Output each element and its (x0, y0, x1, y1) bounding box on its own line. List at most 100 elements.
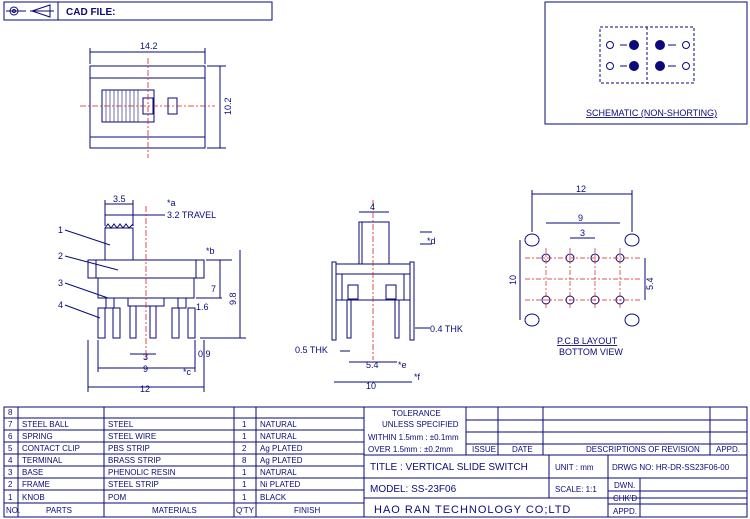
front-dim-c: *c (183, 367, 192, 377)
bom-row-no: 2 (8, 480, 13, 489)
callout-2: 2 (58, 251, 63, 261)
pcb-dim-5-4: 5.4 (645, 277, 655, 290)
pcb-label-1: P.C.B LAYOUT (557, 336, 618, 346)
bom-row-part: CONTACT CLIP (22, 444, 80, 453)
bom-row-qty: 1 (242, 420, 247, 429)
bom-row-finish: Ag PLATED (260, 444, 303, 453)
bom-row-part: FRAME (22, 480, 50, 489)
bom-row-finish: BLACK (260, 493, 287, 502)
model-label: MODEL: SS-23F06 (370, 484, 457, 495)
bom-row-no: 3 (8, 468, 13, 477)
side-dim-0-4: 0.4 THK (430, 324, 463, 334)
title-block-grid (363, 406, 748, 518)
front-travel: 3.2 TRAVEL (167, 210, 216, 220)
callout-1: 1 (58, 225, 63, 235)
front-dim-0-9: 0.9 (198, 349, 211, 359)
bom-row-material: BRASS STRIP (108, 456, 161, 465)
front-view (64, 200, 246, 392)
tolerance-label: TOLERANCE (392, 409, 441, 418)
unless-specified: UNLESS SPECIFIED (382, 420, 459, 429)
side-dim-5-4: 5.4 (366, 360, 379, 370)
side-dim-d: *d (427, 236, 436, 246)
scale-label: SCALE: 1:1 (555, 485, 597, 494)
top-view (89, 48, 226, 149)
bom-row-part: TERMINAL (22, 456, 63, 465)
side-dim-10: 10 (366, 381, 376, 391)
bom-row-part: KNOB (22, 493, 45, 502)
bom-row-no: 1 (8, 493, 13, 502)
drawing-title: TITLE : VERTICAL SLIDE SWITCH (370, 462, 528, 473)
top-height-dim: 10.2 (223, 97, 233, 115)
bom-table-grid (3, 406, 365, 518)
bom-table-text: 8 7 STEEL BALL STEEL 1 NATURAL 6 SPRING … (6, 408, 320, 515)
bom-header-materials: MATERIALS (152, 506, 197, 515)
bom-row-material: POM (108, 493, 127, 502)
front-dim-3: 3 (143, 352, 148, 362)
bom-row-material: STEEL WIRE (108, 432, 156, 441)
bom-row-finish: Ag PLATED (260, 456, 303, 465)
bom-row-qty: 1 (242, 480, 247, 489)
callout-4: 4 (58, 300, 63, 310)
bom-row-finish: NATURAL (260, 432, 297, 441)
side-dim-e: *e (398, 360, 407, 370)
bom-row-no: 4 (8, 456, 13, 465)
bom-row-qty: 1 (242, 493, 247, 502)
front-dim-9-8: 9.8 (228, 292, 238, 305)
issue-label: ISSUE (472, 445, 496, 454)
bom-row-material: PBS STRIP (108, 444, 150, 453)
bom-row-qty: 1 (242, 468, 247, 477)
bom-row-finish: NATURAL (260, 420, 297, 429)
bom-header-finish: FINISH (294, 506, 320, 515)
pcb-dim-10: 10 (508, 275, 518, 285)
front-dim-7: 7 (211, 284, 216, 294)
bom-header-qty: Q'TY (236, 506, 255, 515)
bom-row-part: BASE (22, 468, 43, 477)
tolerance-over: OVER 1.5mm : ±0.2mm (368, 445, 453, 454)
front-dim-12: 12 (140, 384, 150, 394)
chkd-label: CHK'D (613, 494, 637, 503)
side-dim-4: 4 (370, 202, 375, 212)
bom-row-no: 7 (8, 420, 13, 429)
pcb-dim-3: 3 (580, 228, 585, 238)
cad-file-label: CAD FILE: (66, 7, 115, 18)
schematic-box (544, 1, 748, 125)
bom-row-no: 6 (8, 432, 13, 441)
bom-header-parts: PARTS (46, 506, 72, 515)
front-dim-9: 9 (143, 364, 148, 374)
appd-label: APPD. (716, 445, 740, 454)
descriptions-label: DESCRIPTIONS OF REVISION (586, 445, 700, 454)
unit-label: UNIT : mm (555, 463, 594, 472)
pcb-dim-12: 12 (576, 184, 586, 194)
pcb-centerlines (525, 248, 640, 310)
side-dim-f: *f (414, 372, 421, 382)
tolerance-within: WITHIN 1.5mm : ±0.1mm (368, 433, 459, 442)
side-view (331, 211, 432, 383)
bom-row-qty: 2 (242, 444, 247, 453)
top-width-dim: 14.2 (140, 41, 158, 51)
pcb-dim-9: 9 (578, 213, 583, 223)
top-view-centerlines (80, 58, 215, 158)
bom-row-material: STEEL STRIP (108, 480, 159, 489)
bom-header-no: NO. (6, 506, 20, 515)
front-dim-a: *a (167, 198, 176, 208)
bom-row-qty: 1 (242, 432, 247, 441)
date-label: DATE (512, 445, 533, 454)
bom-row-finish: Ni PLATED (260, 480, 301, 489)
company-name: HAO RAN TECHNOLOGY CO;LTD (374, 504, 571, 516)
header-box (3, 1, 273, 21)
side-dim-0-5: 0.5 THK (295, 345, 328, 355)
bom-row-part: SPRING (22, 432, 53, 441)
schematic-label: SCHEMATIC (NON-SHORTING) (586, 108, 717, 118)
title-block-text: TOLERANCE UNLESS SPECIFIED WITHIN 1.5mm … (368, 409, 740, 454)
drawing-number: DRWG NO: HR-DR-SS23F06-00 (612, 463, 730, 472)
appd2-label: APPD. (613, 507, 637, 516)
bom-row-material: PHENOLIC RESIN (108, 468, 176, 477)
bom-row-qty: 8 (242, 456, 247, 465)
pcb-label-2: BOTTOM VIEW (559, 347, 623, 357)
bom-row-no: 5 (8, 444, 13, 453)
bom-row-no: 8 (8, 408, 13, 417)
bom-row-finish: NATURAL (260, 468, 297, 477)
bom-row-material: STEEL (108, 420, 134, 429)
front-dim-3-5: 3.5 (113, 194, 126, 204)
